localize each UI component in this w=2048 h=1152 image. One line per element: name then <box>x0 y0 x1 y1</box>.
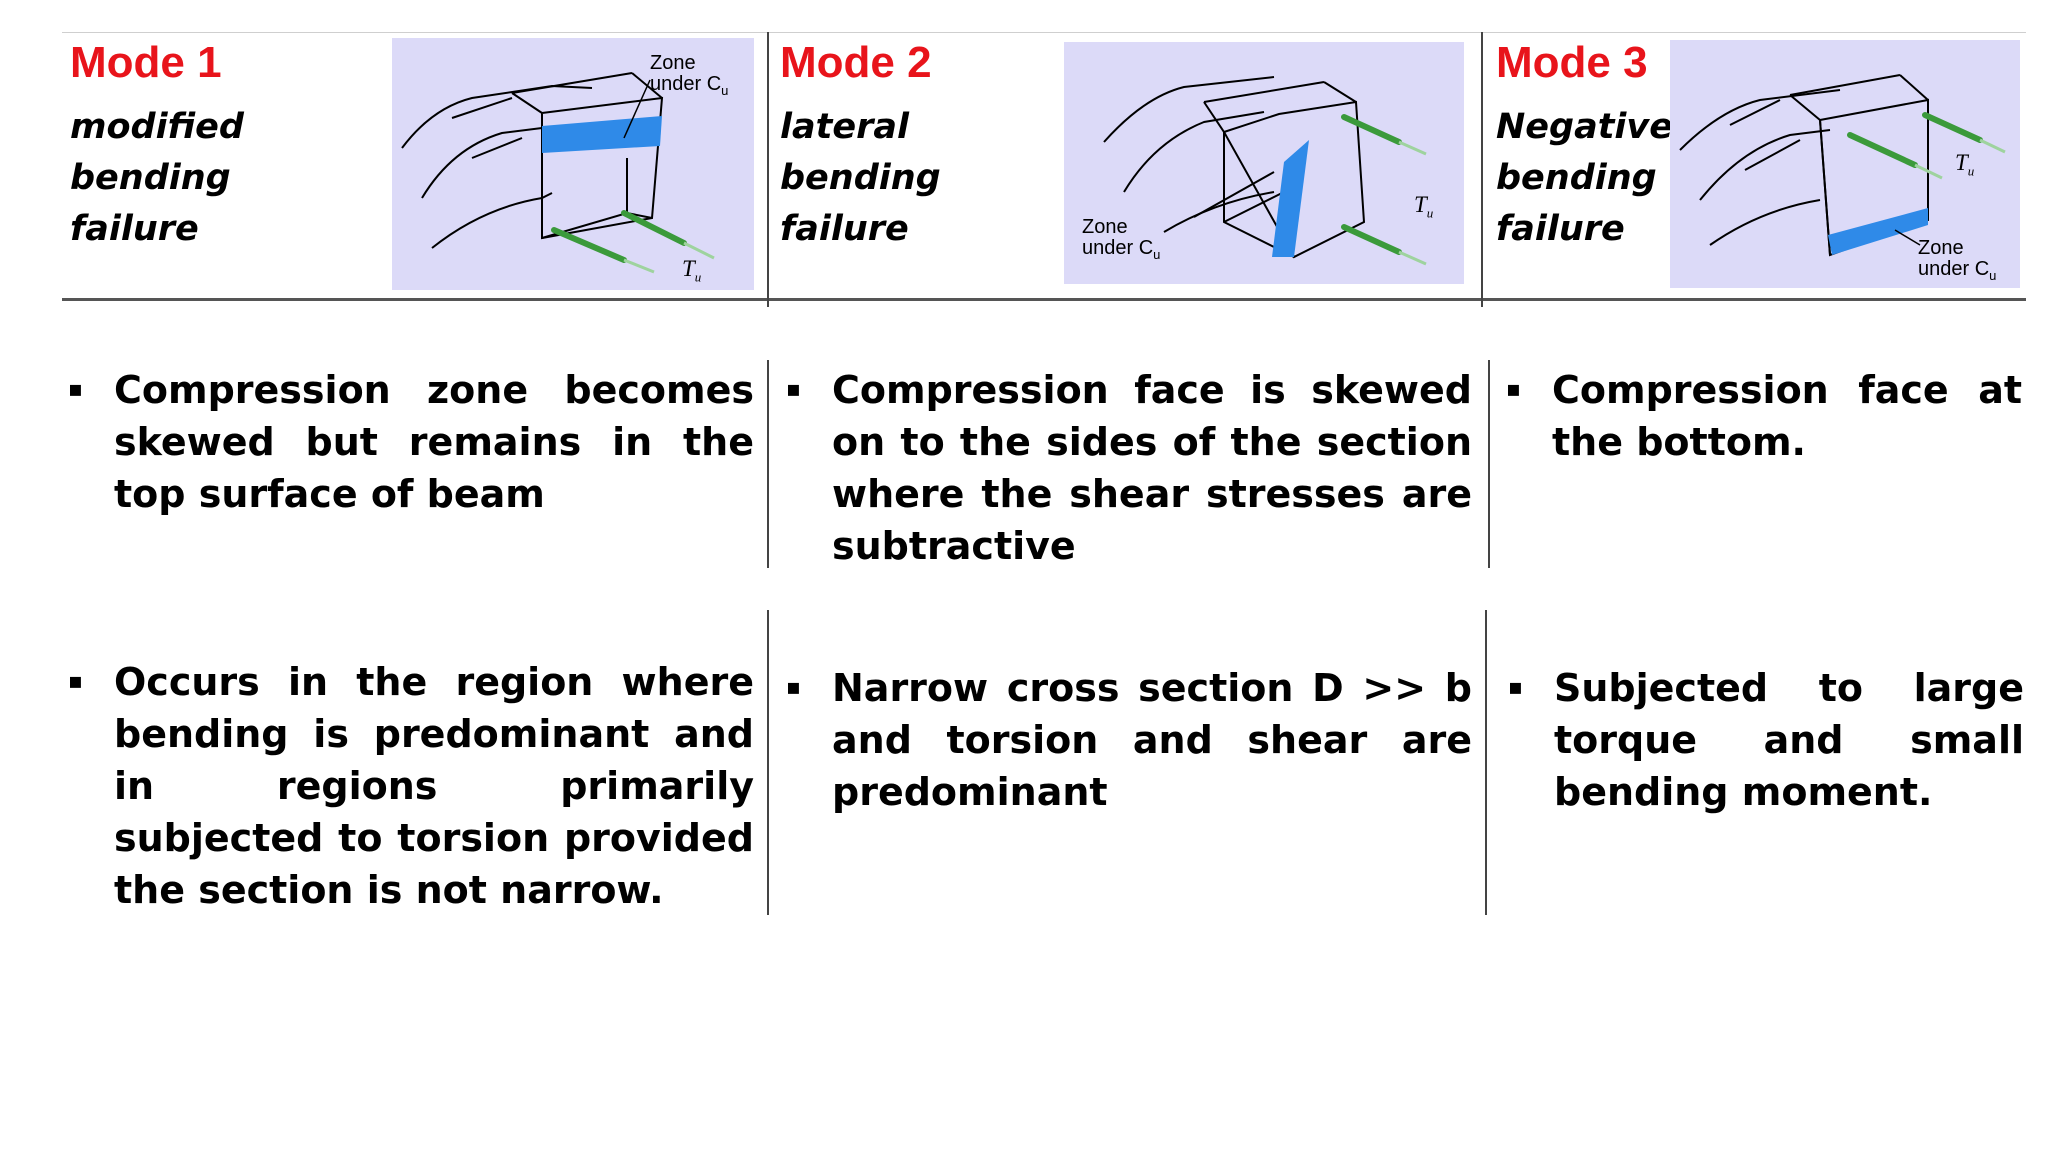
mode2-subtitle-line3: failure <box>780 209 909 249</box>
row2-col1-text: Occurs in the region where bending is pr… <box>114 660 754 912</box>
mode3-subtitle-line2: bending <box>1496 158 1657 198</box>
row1-divider-2 <box>1488 360 1490 568</box>
header-divider-1 <box>767 32 769 307</box>
mode1-torque-label: Tu <box>682 256 702 285</box>
bullet-icon: ▪ <box>1506 377 1521 402</box>
row1-divider-1 <box>767 360 769 568</box>
header-bottom-rule <box>62 298 2026 301</box>
row2-divider-2 <box>1485 610 1487 915</box>
mode2-torsion-bar-2 <box>1341 224 1402 255</box>
mode1-subtitle-line2: bending <box>70 158 231 198</box>
mode3-zone-label: Zone under Cu <box>1918 237 1997 284</box>
mode1-subtitle-line3: failure <box>70 209 199 249</box>
bullet-icon: ▪ <box>68 377 83 402</box>
row1-col1-text: Compression zone becomes skewed but rema… <box>114 368 754 516</box>
mode2-subtitle-line2: bending <box>780 158 941 198</box>
mode2-figure: Zone under Cu Tu <box>1064 42 1464 284</box>
mode3-figure: Zone under Cu Tu <box>1670 40 2020 288</box>
bullet-icon: ▪ <box>786 675 801 700</box>
header-top-rule <box>62 32 2026 33</box>
mode1-subtitle-line1: modified <box>70 107 244 147</box>
row1-col2-text: Compression face is skewed on to the sid… <box>832 368 1472 568</box>
mode1-zone-label: Zone under Cu <box>650 52 729 99</box>
mode3-compression-zone <box>1828 208 1928 255</box>
mode3-subtitle-line1: Negative <box>1496 107 1673 147</box>
mode2-compression-zone <box>1272 140 1309 257</box>
mode2-torsion-bar-1 <box>1341 114 1402 145</box>
mode1-torsion-bar-2 <box>621 210 687 246</box>
mode3-title: Mode 3 <box>1496 38 1648 87</box>
mode1-title: Mode 1 <box>70 38 222 87</box>
row1-col3-text: Compression face at the bottom. <box>1552 368 2022 464</box>
mode3-subtitle: Negative bending failure <box>1496 102 1673 255</box>
mode1-figure: Zone under Cu Tu <box>392 38 754 290</box>
header-divider-2 <box>1481 32 1483 307</box>
row2-divider-1 <box>767 610 769 915</box>
mode2-subtitle-line1: lateral <box>780 107 909 147</box>
bullet-icon: ▪ <box>786 377 801 402</box>
mode3-torque-label: Tu <box>1955 150 1975 179</box>
mode2-zone-label: Zone under Cu <box>1082 216 1161 263</box>
mode1-compression-zone <box>542 116 662 153</box>
mode1-subtitle: modified bending failure <box>70 102 244 255</box>
row2-col2-text: Narrow cross section D >> b and torsion … <box>832 666 1472 814</box>
bullet-icon: ▪ <box>68 669 83 694</box>
mode2-title: Mode 2 <box>780 38 932 87</box>
mode3-torsion-bar-1 <box>1847 132 1918 168</box>
mode2-subtitle: lateral bending failure <box>780 102 941 255</box>
mode1-torsion-bar-1 <box>551 227 627 263</box>
mode3-torsion-bar-2 <box>1922 112 1983 143</box>
mode2-torque-label: Tu <box>1414 192 1434 221</box>
bullet-icon: ▪ <box>1508 675 1523 700</box>
row2-col3-text: Subjected to large torque and small bend… <box>1554 666 2024 814</box>
mode3-subtitle-line3: failure <box>1496 209 1625 249</box>
